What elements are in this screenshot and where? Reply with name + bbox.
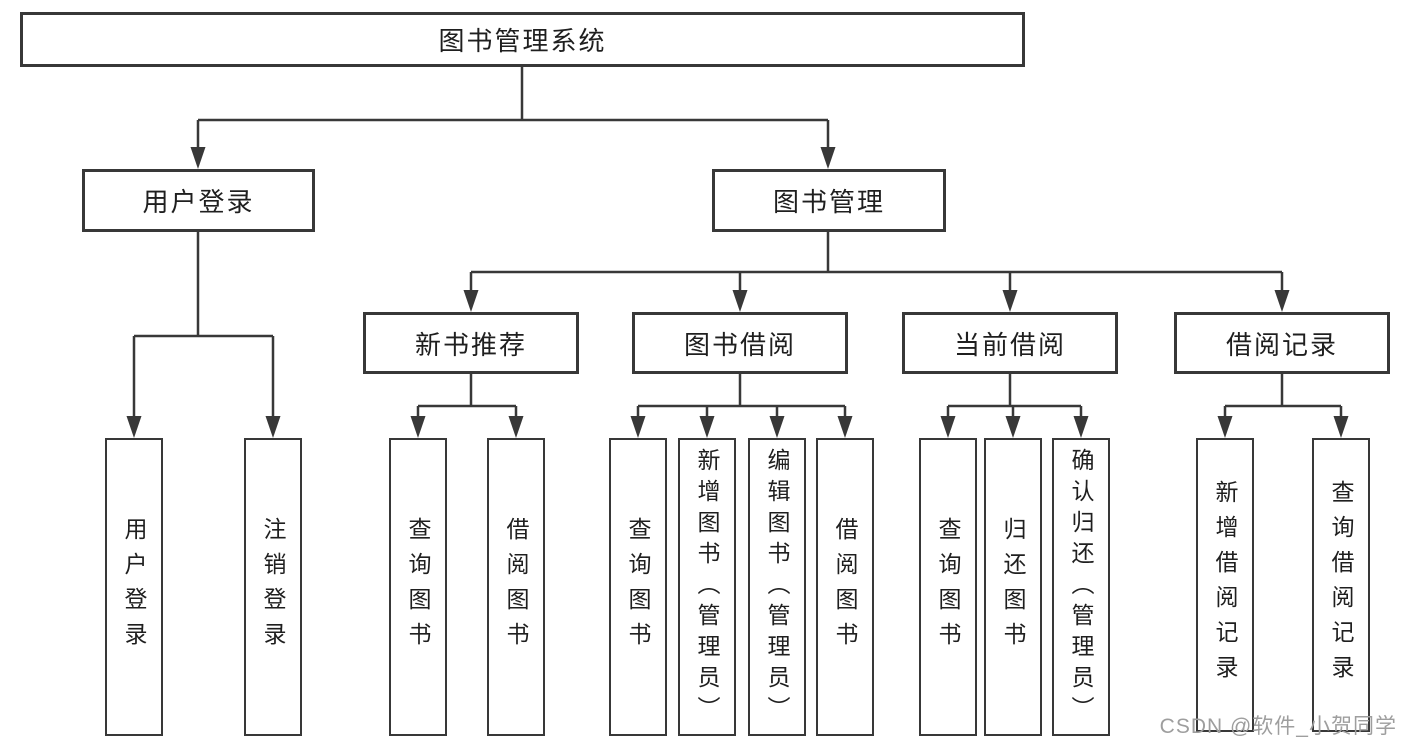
leaf-query-books-current: 查询图书: [919, 438, 977, 736]
leaf-borrow-books: 借阅图书: [816, 438, 874, 736]
node-book-management: 图书管理: [712, 169, 946, 232]
node-new-book-recommend: 新书推荐: [363, 312, 579, 374]
leaf-logout: 注销登录: [244, 438, 302, 736]
leaf-add-borrow-record: 新增借阅记录: [1196, 438, 1254, 732]
node-root-library-system: 图书管理系统: [20, 12, 1025, 67]
leaf-return-books: 归还图书: [984, 438, 1042, 736]
node-book-borrowing: 图书借阅: [632, 312, 848, 374]
leaf-add-books-admin: 新增图书（管理员）: [678, 438, 736, 736]
leaf-confirm-return-admin: 确认归还（管理员）: [1052, 438, 1110, 736]
leaf-query-books-borrow: 查询图书: [609, 438, 667, 736]
node-borrowing-records: 借阅记录: [1174, 312, 1390, 374]
leaf-query-borrow-record: 查询借阅记录: [1312, 438, 1370, 732]
node-current-borrowing: 当前借阅: [902, 312, 1118, 374]
leaf-borrow-books-recommend: 借阅图书: [487, 438, 545, 736]
node-user-login: 用户登录: [82, 169, 315, 232]
leaf-edit-books-admin: 编辑图书（管理员）: [748, 438, 806, 736]
leaf-user-login: 用户登录: [105, 438, 163, 736]
watermark-text: CSDN @软件_小贺同学: [1159, 715, 1397, 738]
leaf-query-books-recommend: 查询图书: [389, 438, 447, 736]
